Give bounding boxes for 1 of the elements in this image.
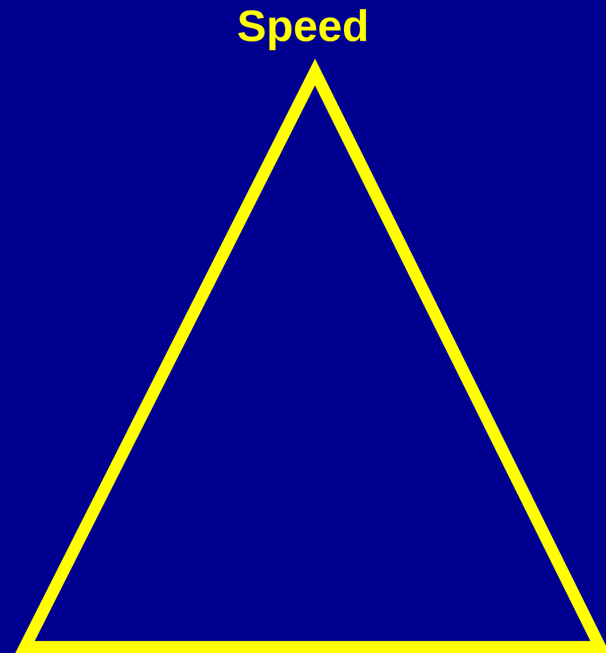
- vertex-label: Speed: [236, 2, 370, 51]
